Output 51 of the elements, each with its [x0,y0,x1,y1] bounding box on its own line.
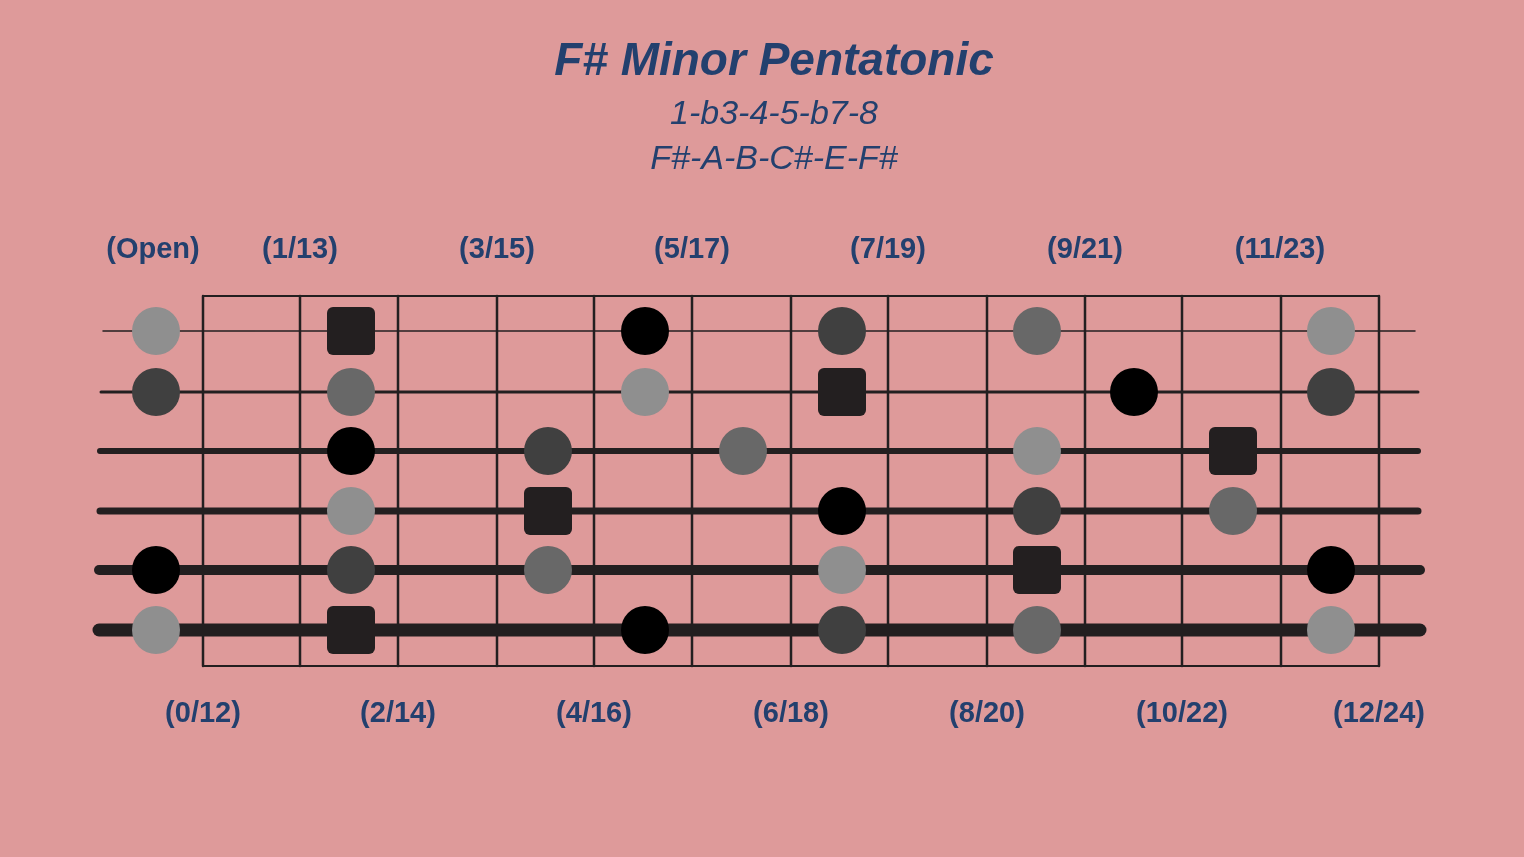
note-dot [327,427,375,475]
note-dot [621,307,669,355]
fret-label: (12/24) [1333,696,1425,729]
fret-label: (4/16) [556,696,632,729]
note-dot [327,546,375,594]
note-dot [1013,427,1061,475]
note-dot [1013,307,1061,355]
fret-label: (6/18) [753,696,829,729]
root-note-square [524,487,572,535]
root-note-square [818,368,866,416]
root-note-square [1209,427,1257,475]
note-dot [524,546,572,594]
fret-label: (11/23) [1234,232,1326,265]
fret-label: (Open) [106,232,200,265]
note-dot [132,606,180,654]
note-dot [327,368,375,416]
note-dot [719,427,767,475]
root-note-square [327,606,375,654]
note-dot [621,368,669,416]
note-dot [818,487,866,535]
fret-label: (7/19) [850,232,926,265]
note-dot [818,307,866,355]
note-dot [1013,487,1061,535]
note-dot [132,546,180,594]
fret-label: (2/14) [360,696,436,729]
fret-label: (5/17) [654,232,730,265]
note-dot [1013,606,1061,654]
note-dot [524,427,572,475]
fret-label: (3/15) [459,232,535,265]
note-dot [818,546,866,594]
fret-label: (9/21) [1047,232,1123,265]
note-dot [1307,368,1355,416]
root-note-square [327,307,375,355]
fret-label: (10/22) [1136,696,1228,729]
root-note-square [1013,546,1061,594]
note-dot [1307,307,1355,355]
fret-label: (0/12) [165,696,241,729]
note-dot [1307,546,1355,594]
notes-text: F#-A-B-C#-E-F# [650,138,898,177]
note-dot [132,307,180,355]
note-dot [132,368,180,416]
title: F# Minor Pentatonic [554,32,994,86]
fret-label: (1/13) [262,232,338,265]
note-dot [1209,487,1257,535]
note-dot [327,487,375,535]
fret-label: (8/20) [949,696,1025,729]
note-dot [818,606,866,654]
note-dot [1307,606,1355,654]
formula-text: 1-b3-4-5-b7-8 [670,93,878,132]
note-dot [1110,368,1158,416]
note-dot [621,606,669,654]
